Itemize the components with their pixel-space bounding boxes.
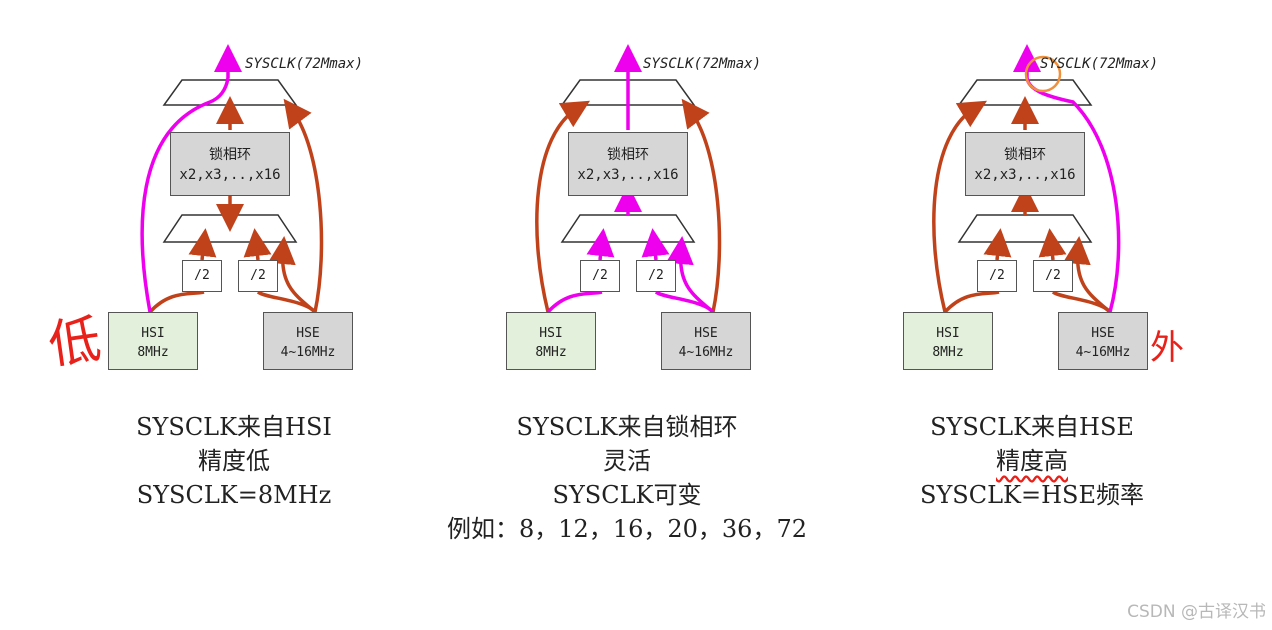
hse-box: HSE 4~16MHz [1058,312,1148,370]
pll-box: 锁相环 x2,x3,..,x16 [568,132,688,196]
clock-paths-pll [535,44,722,314]
divider-label: /2 [1045,268,1061,283]
hse-divider-box: /2 [238,260,278,292]
caption-line: 精度高 [996,447,1068,475]
sysclk-label: SYSCLK(72Mmax) [1040,56,1159,72]
caption-line: 灵活 [603,447,651,475]
hsi-box: HSI 8MHz [903,312,993,370]
divider-label: /2 [194,268,210,283]
hse-name: HSE [296,326,320,341]
hse-name: HSE [694,326,718,341]
caption-hsi: SYSCLK来自HSI 精度低 SYSCLK=8MHz [34,410,434,512]
pll-title: 锁相环 [1004,147,1046,163]
hse-frequency: 4~16MHz [280,345,336,360]
caption-line: SYSCLK=8MHz [136,481,332,509]
system-clock-mux [162,79,298,106]
caption-hse: SYSCLK来自HSE 精度高 SYSCLK=HSE频率 [832,410,1232,512]
pll-box: 锁相环 x2,x3,..,x16 [965,132,1085,196]
hsi-name: HSI [539,326,563,341]
pll-source-mux [162,214,298,243]
divider-label: /2 [648,268,664,283]
pll-title: 锁相环 [209,147,251,163]
divider-label: /2 [250,268,266,283]
handwritten-annotation-external: 外 [1150,328,1184,368]
hsi-divider-box: /2 [580,260,620,292]
sysclk-label: SYSCLK(72Mmax) [245,56,364,72]
watermark: CSDN @古译汉书 [1127,602,1266,622]
pll-source-mux [560,214,696,243]
hse-name: HSE [1091,326,1115,341]
hsi-frequency: 8MHz [535,345,567,360]
hsi-frequency: 8MHz [137,345,169,360]
caption-line: SYSCLK来自锁相环 [516,413,738,441]
clock-diagram-hse: SYSCLK(72Mmax) 锁相环 x2,x3,..,x16 /2 /2 HS… [895,0,1215,400]
pll-title: 锁相环 [607,147,649,163]
pll-box: 锁相环 x2,x3,..,x16 [170,132,290,196]
hsi-divider-box: /2 [182,260,222,292]
hse-frequency: 4~16MHz [678,345,734,360]
hse-divider-box: /2 [1033,260,1073,292]
hsi-frequency: 8MHz [932,345,964,360]
hsi-box: HSI 8MHz [506,312,596,370]
pll-multipliers: x2,x3,..,x16 [179,167,281,183]
clock-paths-hsi [140,44,324,314]
caption-line: 例如：8，12，16，20，36，72 [447,515,807,543]
divider-label: /2 [592,268,608,283]
hsi-divider-box: /2 [977,260,1017,292]
caption-line: SYSCLK可变 [552,481,702,509]
caption-line: 精度低 [198,447,270,475]
pll-multipliers: x2,x3,..,x16 [974,167,1076,183]
hsi-name: HSI [141,326,165,341]
caption-line: SYSCLK来自HSI [136,413,332,441]
hse-box: HSE 4~16MHz [661,312,751,370]
hsi-box: HSI 8MHz [108,312,198,370]
divider-label: /2 [989,268,1005,283]
clock-diagram-pll: SYSCLK(72Mmax) 锁相环 x2,x3,..,x16 /2 /2 HS… [498,0,818,400]
hse-box: HSE 4~16MHz [263,312,353,370]
hse-divider-box: /2 [636,260,676,292]
clock-diagram-hsi: SYSCLK(72Mmax) 锁相环 x2,x3,..,x16 /2 /2 HS… [100,0,420,400]
hse-frequency: 4~16MHz [1075,345,1131,360]
caption-line: SYSCLK=HSE频率 [920,481,1144,509]
pll-multipliers: x2,x3,..,x16 [577,167,679,183]
sysclk-label: SYSCLK(72Mmax) [643,56,762,72]
hsi-name: HSI [936,326,960,341]
caption-pll: SYSCLK来自锁相环 灵活 SYSCLK可变 例如：8，12，16，20，36… [427,410,827,546]
caption-line: SYSCLK来自HSE [930,413,1134,441]
highlight-circle-sysclk [1024,55,1062,93]
handwritten-annotation-low: 低 [44,309,105,377]
pll-source-mux [957,214,1093,243]
